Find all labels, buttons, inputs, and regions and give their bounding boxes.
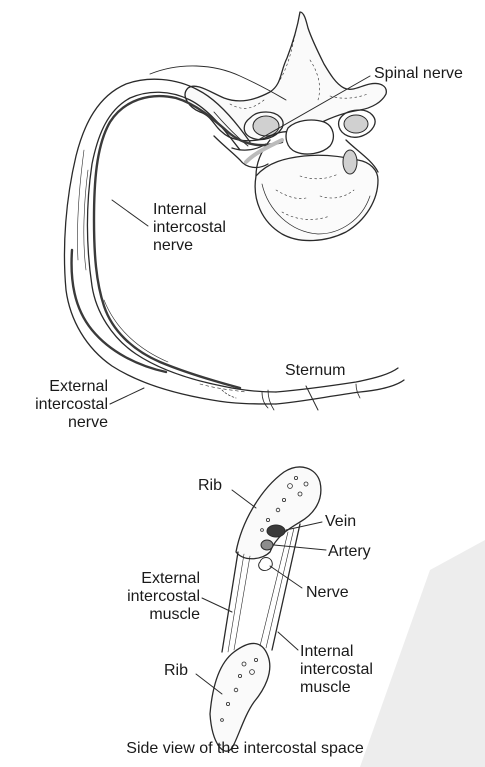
label-rib-lower: Rib <box>164 662 188 680</box>
caption: Side view of the intercostal space <box>80 740 410 758</box>
label-vein: Vein <box>325 513 356 531</box>
watermark-shape <box>360 540 485 767</box>
vein-shape <box>267 525 285 537</box>
label-sternum: Sternum <box>285 362 345 380</box>
label-internal-intercostal-muscle: Internal intercostal muscle <box>300 643 373 697</box>
vertebral-body <box>255 155 378 240</box>
label-external-intercostal-nerve: External intercostal nerve <box>2 378 108 432</box>
artery-shape <box>261 540 273 550</box>
label-artery: Artery <box>328 543 371 561</box>
leader-internal-nerve <box>112 200 148 226</box>
label-internal-intercostal-nerve: Internal intercostal nerve <box>153 201 226 255</box>
lower-rib-section <box>210 643 270 751</box>
leader-sternum <box>306 386 318 410</box>
label-nerve: Nerve <box>306 584 349 602</box>
leader-external-nerve <box>110 388 144 404</box>
nerve-shape <box>259 558 273 571</box>
label-spinal-nerve: Spinal nerve <box>374 65 463 83</box>
label-rib-upper: Rib <box>198 477 222 495</box>
label-external-intercostal-muscle: External intercostal muscle <box>94 570 200 624</box>
vertebral-canal <box>286 120 333 154</box>
intercostal-side-view <box>196 467 326 751</box>
